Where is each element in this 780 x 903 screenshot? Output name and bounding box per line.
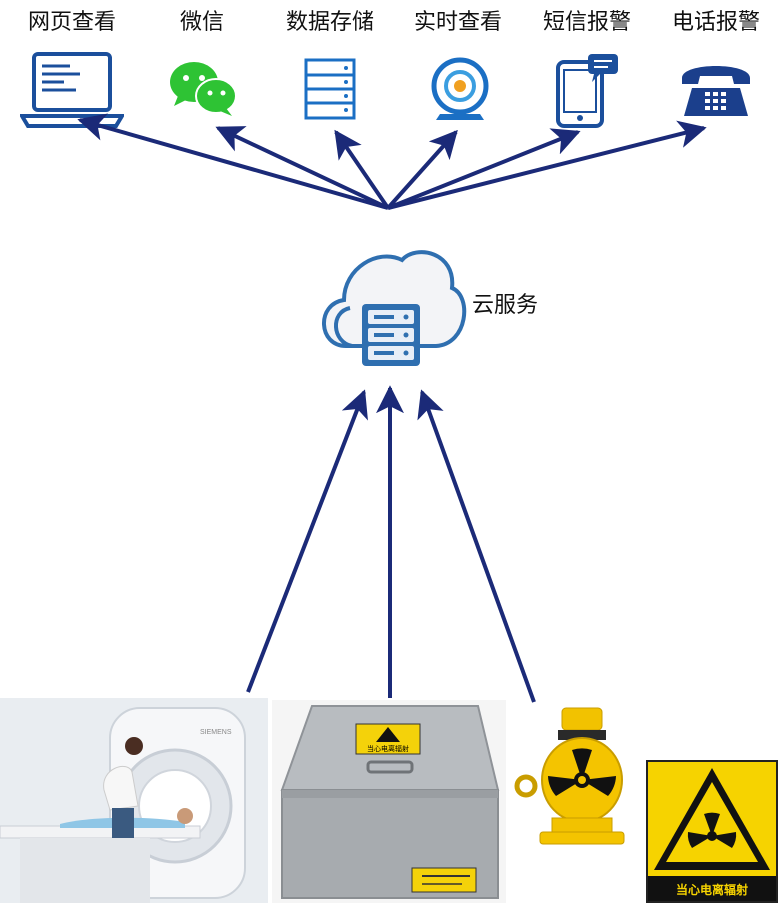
arrow-from-scanner <box>246 389 368 693</box>
box-warning-text: 当心电离辐射 <box>367 744 409 753</box>
wechat-icon <box>170 62 237 116</box>
webcam-icon <box>431 57 489 120</box>
server-rack-icon <box>304 58 356 120</box>
label-storage: 数据存储 <box>285 10 375 35</box>
mobile-phone-icon <box>556 54 618 128</box>
label-live: 实时查看 <box>413 10 503 35</box>
radiation-probe-image <box>514 707 625 845</box>
arrow-to-wechat <box>215 126 389 210</box>
label-phone: 电话报警 <box>671 10 761 35</box>
arrow-to-storage <box>334 129 390 210</box>
scanner-brand: SIEMENS <box>200 729 232 736</box>
radiation-warning-sign: 当心电离辐射 <box>646 760 778 903</box>
arrow-to-sms <box>387 128 581 210</box>
arrow-from-probe <box>417 389 536 703</box>
ct-scanner-image: SIEMENS <box>0 698 268 903</box>
telephone-icon <box>682 66 750 116</box>
label-wechat: 微信 <box>179 10 225 35</box>
warning-sign-text: 当心电离辐射 <box>676 882 748 897</box>
label-sms: 短信报警 <box>542 10 632 35</box>
lead-storage-box-image: 当心电离辐射 <box>272 700 506 903</box>
label-web: 网页查看 <box>27 10 117 35</box>
cloud-service-label: 云服务 <box>472 293 539 318</box>
arrow-to-web <box>77 113 389 210</box>
cloud-server-icon <box>322 250 467 366</box>
arrow-to-phone <box>387 120 707 210</box>
arrow-to-live <box>386 129 458 210</box>
